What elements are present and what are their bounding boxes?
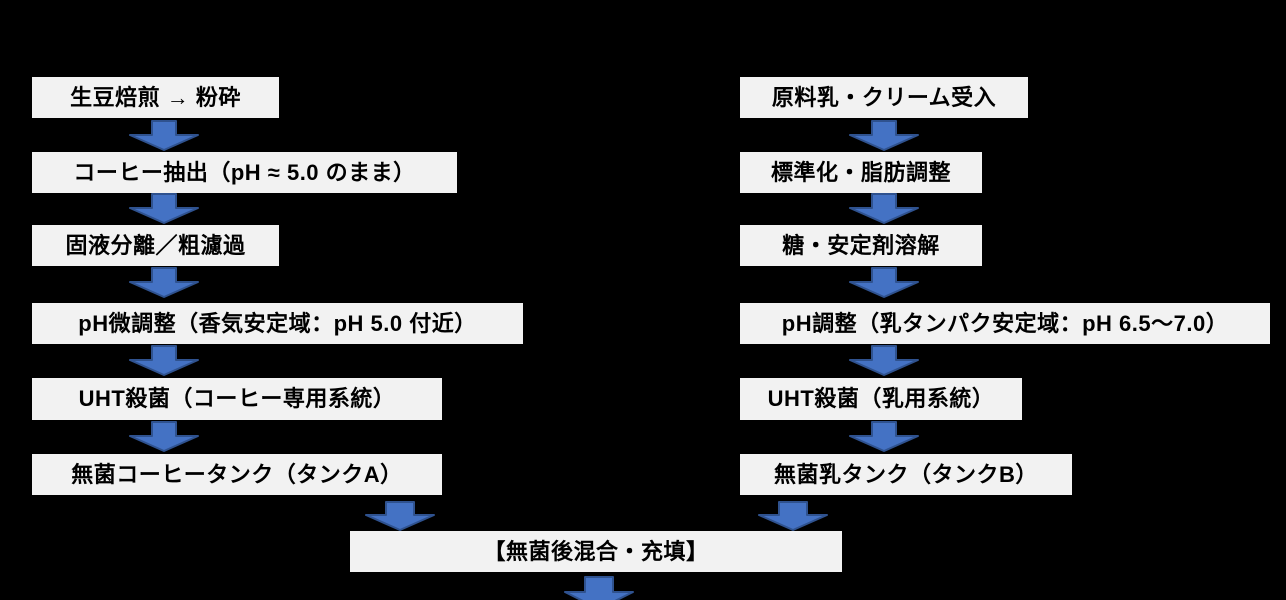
step-box-aseptic-coffee-tank: 無菌コーヒータンク（タンクA） (32, 454, 442, 495)
step-box-raw-milk-cream-receiving: 原料乳・クリーム受入 (740, 77, 1028, 118)
step-box-standardization-fat-adjustment: 標準化・脂肪調整 (740, 152, 982, 193)
down-arrow-icon (129, 421, 199, 452)
step-box-ph-fine-adjustment: pH微調整（香気安定域：pH 5.0 付近） (32, 303, 523, 344)
down-arrow-icon (849, 345, 919, 376)
step-box-coffee-extraction: コーヒー抽出（pH ≈ 5.0 のまま） (32, 152, 457, 193)
down-arrow-icon (129, 193, 199, 224)
down-arrow-icon (758, 501, 828, 531)
step-box-uht-coffee-line: UHT殺菌（コーヒー専用系統） (32, 378, 442, 420)
down-arrow-icon (849, 267, 919, 298)
step-box-aseptic-post-mix-filling: 【無菌後混合・充填】 (350, 531, 842, 572)
step-box-uht-milk-line: UHT殺菌（乳用系統） (740, 378, 1022, 420)
down-arrow-icon (129, 267, 199, 298)
step-box-coffee-roast-grind: 生豆焙煎 → 粉砕 (32, 77, 279, 118)
down-arrow-icon (129, 120, 199, 151)
step-box-sugar-stabilizer-dissolving: 糖・安定剤溶解 (740, 225, 982, 266)
down-arrow-icon (849, 120, 919, 151)
down-arrow-icon (849, 193, 919, 224)
down-arrow-icon (129, 345, 199, 376)
step-box-aseptic-milk-tank: 無菌乳タンク（タンクB） (740, 454, 1072, 495)
down-arrow-icon (365, 501, 435, 531)
down-arrow-icon (564, 576, 634, 600)
step-box-solid-liquid-separation: 固液分離／粗濾過 (32, 225, 279, 266)
step-box-ph-adjustment-milk: pH調整（乳タンパク安定域：pH 6.5～7.0） (740, 303, 1270, 344)
down-arrow-icon (849, 421, 919, 452)
